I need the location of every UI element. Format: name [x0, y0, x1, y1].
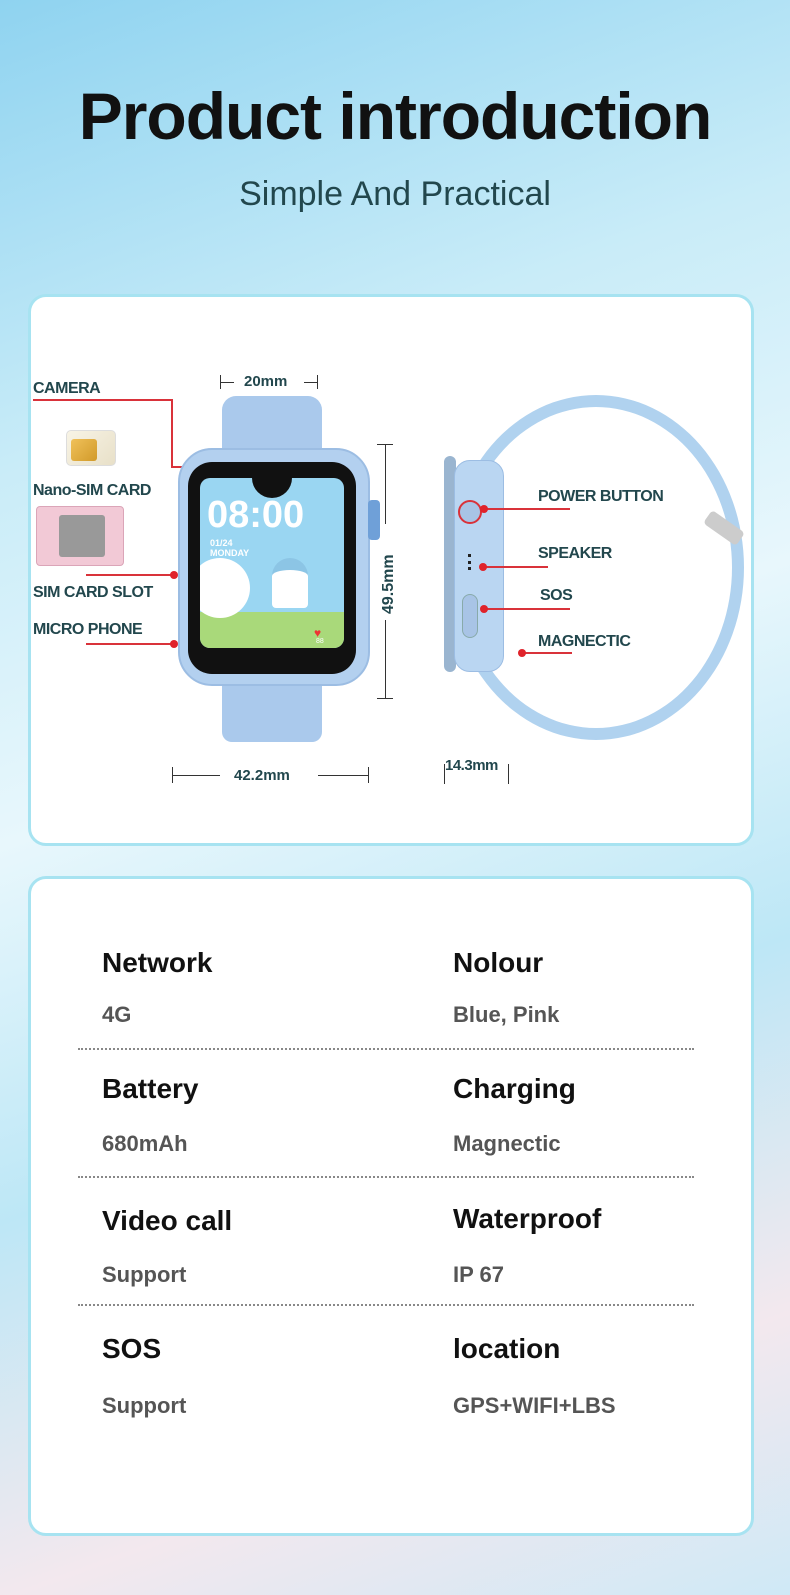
speaker-holes [468, 554, 471, 570]
dim-line [385, 444, 386, 524]
specs-card [28, 876, 754, 1536]
magnetic-point [518, 649, 526, 657]
heart-icon: ♥ [314, 626, 322, 640]
microphone-label: MICRO PHONE [33, 621, 143, 638]
screen-heart-rate: 88 [316, 638, 324, 645]
crown-button [368, 500, 380, 540]
strap-width-dim: 20mm [244, 373, 288, 390]
dim-tick [317, 375, 318, 389]
spec-value-sos: Support [102, 1393, 187, 1418]
screen-time: 08:00 [207, 494, 305, 536]
dim-line [304, 382, 318, 383]
speaker-leader [484, 566, 548, 568]
power-label: POWER BUTTON [538, 488, 664, 505]
nano-sim-card-image [66, 430, 116, 466]
spec-value-battery: 680mAh [102, 1131, 188, 1156]
camera-leader-v [171, 399, 173, 467]
watch-screen [200, 478, 344, 648]
sim-slot-point [170, 571, 178, 579]
power-point [480, 505, 488, 513]
sos-label: SOS [540, 587, 573, 604]
power-button [458, 500, 482, 524]
microphone-leader [86, 643, 174, 645]
dim-line [385, 620, 386, 698]
speaker-point [479, 563, 487, 571]
spec-value-video-call: Support [102, 1262, 187, 1287]
spec-label-video-call: Video call [102, 1205, 233, 1236]
camera-label: CAMERA [33, 380, 101, 397]
dim-line [318, 775, 368, 776]
spec-value-colour: Blue, Pink [453, 1002, 560, 1027]
speaker-label: SPEAKER [538, 545, 612, 562]
spec-label-waterproof: Waterproof [453, 1203, 602, 1234]
divider [78, 1304, 694, 1306]
spec-label-location: location [453, 1333, 561, 1364]
sim-slot-label: SIM CARD SLOT [33, 584, 153, 601]
watch-strap-top [222, 396, 322, 456]
sos-button [462, 594, 478, 638]
dim-line [220, 382, 234, 383]
dim-line [172, 775, 220, 776]
camera-leader [33, 399, 173, 401]
dim-tick [508, 764, 509, 784]
camera-notch [252, 476, 292, 498]
dim-tick [368, 767, 369, 783]
sos-leader [484, 608, 570, 610]
height-dim: 49.5mm [380, 554, 397, 614]
magnetic-label: MAGNECTIC [538, 633, 631, 650]
nano-sim-label: Nano-SIM CARD [33, 482, 151, 499]
spec-value-network: 4G [102, 1002, 132, 1027]
page-subtitle: Simple And Practical [239, 175, 551, 213]
spec-label-colour: Nolour [453, 947, 544, 978]
spec-value-waterproof: IP 67 [453, 1262, 504, 1287]
screen-date: 01/24 [210, 538, 233, 548]
microphone-point [170, 640, 178, 648]
divider [78, 1048, 694, 1050]
screen-day: MONDAY [210, 548, 250, 558]
side-glass [444, 456, 456, 672]
width-dim: 42.2mm [234, 767, 290, 784]
page-title: Product introduction [78, 79, 713, 153]
spec-label-battery: Battery [102, 1073, 199, 1104]
spec-label-charging: Charging [453, 1073, 576, 1104]
sim-slot-leader [86, 574, 174, 576]
dim-tick [377, 698, 393, 699]
sim-tray-image [36, 506, 124, 566]
magnetic-leader [522, 652, 572, 654]
divider [78, 1176, 694, 1178]
dim-tick [444, 764, 445, 784]
power-leader [484, 508, 570, 510]
sos-point [480, 605, 488, 613]
thickness-dim: 14.3mm [445, 757, 498, 774]
spec-label-sos: SOS [102, 1333, 162, 1364]
watch-strap-bottom [222, 680, 322, 742]
spec-label-network: Network [102, 947, 213, 978]
spec-value-location: GPS+WIFI+LBS [453, 1393, 616, 1418]
spec-value-charging: Magnectic [453, 1131, 561, 1156]
